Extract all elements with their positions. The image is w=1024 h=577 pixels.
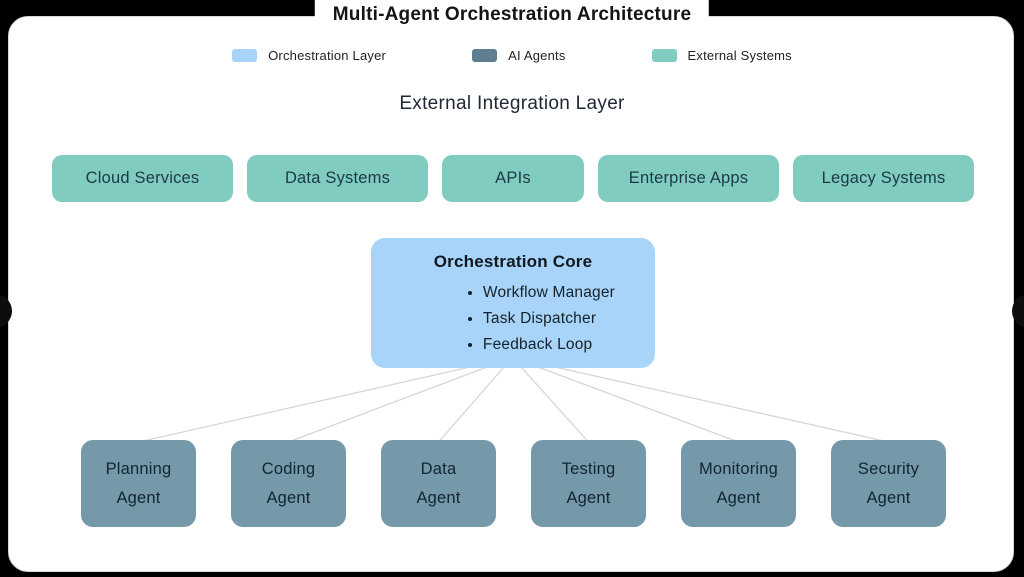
agent-security: Security Agent (831, 440, 946, 527)
orchestration-layer-swatch (232, 49, 258, 62)
agent-planning: Planning Agent (81, 440, 196, 527)
legend-item-ai-agents: AI Agents (472, 48, 565, 63)
agent-data: Data Agent (381, 440, 496, 527)
legend: Orchestration Layer AI Agents External S… (0, 48, 1024, 63)
external-system-data-systems: Data Systems (247, 155, 428, 202)
core-item-task-dispatcher: Task Dispatcher (483, 306, 615, 332)
external-system-apis: APIs (442, 155, 584, 202)
legend-label: External Systems (687, 48, 792, 63)
legend-label: AI Agents (508, 48, 566, 63)
orchestration-core-box: Orchestration Core Workflow Manager Task… (371, 238, 655, 368)
external-systems-swatch (651, 49, 677, 62)
external-system-legacy-systems: Legacy Systems (793, 155, 974, 202)
orchestration-core-title: Orchestration Core (433, 252, 593, 271)
agent-coding: Coding Agent (231, 440, 346, 527)
legend-item-orchestration: Orchestration Layer (232, 48, 386, 63)
ai-agents-swatch (472, 49, 498, 62)
external-integration-layer-heading: External Integration Layer (399, 93, 625, 114)
carousel-prev-button[interactable] (0, 294, 12, 328)
external-system-enterprise-apps: Enterprise Apps (598, 155, 779, 202)
orchestration-core-list: Workflow Manager Task Dispatcher Feedbac… (411, 280, 615, 358)
agent-monitoring: Monitoring Agent (681, 440, 796, 527)
diagram-title: Multi-Agent Orchestration Architecture (314, 0, 710, 28)
core-item-feedback-loop: Feedback Loop (483, 332, 615, 358)
legend-label: Orchestration Layer (268, 48, 387, 63)
core-item-workflow-manager: Workflow Manager (483, 280, 615, 306)
carousel-next-button[interactable] (1012, 294, 1024, 328)
agent-testing: Testing Agent (531, 440, 646, 527)
external-system-cloud-services: Cloud Services (52, 155, 233, 202)
legend-item-external-systems: External Systems (651, 48, 792, 63)
